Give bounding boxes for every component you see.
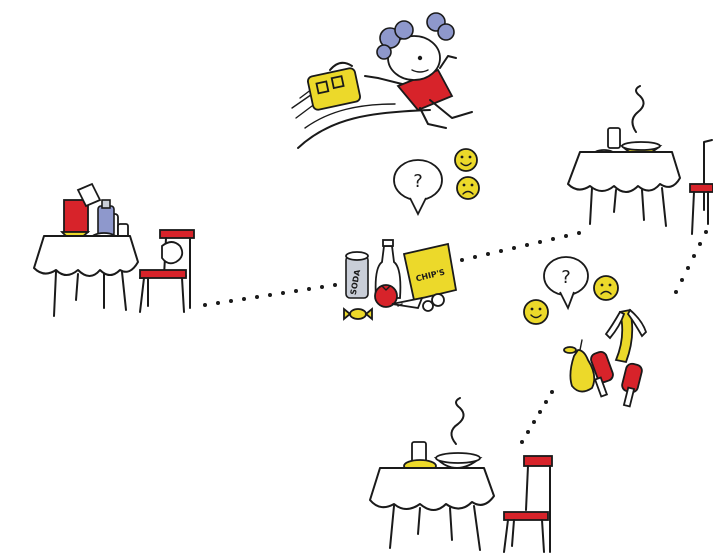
school-bag-icon	[307, 61, 361, 111]
table-right-top	[567, 85, 681, 227]
smiley-face-icon-2	[523, 299, 549, 325]
svg-text:?: ?	[561, 267, 571, 288]
girl-running-icon	[291, 12, 473, 149]
svg-text:SODA: SODA	[349, 268, 362, 295]
candy-icon	[343, 307, 373, 321]
pear-icon	[563, 339, 596, 393]
soda-can-icon: SODA	[345, 251, 369, 299]
dotted-path-left	[203, 283, 337, 307]
dotted-path-bottom	[520, 390, 554, 444]
steam-icon-2	[450, 397, 465, 445]
banana-icon	[604, 308, 648, 364]
chair-right-top	[689, 139, 713, 235]
sad-face-icon	[456, 176, 480, 200]
popsicle-icon	[590, 350, 643, 408]
question-bubble-icon: ?	[393, 159, 443, 217]
chair-bottom	[503, 455, 553, 553]
table-left	[33, 182, 139, 317]
svg-text:?: ?	[413, 171, 423, 192]
tomato-icon	[374, 284, 398, 308]
question-bubble-icon-2: ?	[543, 256, 589, 311]
steam-icon	[631, 85, 645, 133]
carrot-icon	[391, 296, 424, 309]
cereal-box-icon	[63, 199, 89, 233]
dotted-path-right	[674, 230, 708, 294]
glass-icon	[607, 127, 621, 149]
sad-face-icon-2	[593, 275, 619, 301]
dotted-path-center-right	[460, 231, 581, 262]
chair-left	[139, 229, 195, 313]
table-bottom	[369, 397, 495, 551]
smiley-face-icon	[454, 148, 478, 172]
chips-bag-icon: CHIP'S	[402, 242, 458, 312]
